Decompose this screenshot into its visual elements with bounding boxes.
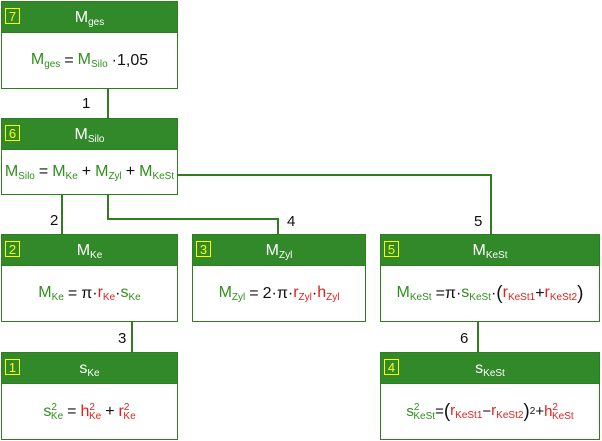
node-title: sKe — [79, 360, 100, 379]
node-title: MKe — [76, 242, 103, 261]
node-number: 1 — [5, 359, 20, 375]
node-number: 4 — [384, 359, 399, 375]
node-s-kest[interactable]: 4 sKeSt s2KeSt = ( rKeSt1 − rKeSt2 )2 + … — [380, 352, 600, 440]
edge-label-3: 3 — [118, 330, 127, 347]
node-m-ges[interactable]: 7 Mges Mges = MSilo · 1,05 — [1, 1, 178, 89]
node-m-zyl[interactable]: 3 MZyl MZyl = 2 · π · rZyl · hZyl — [192, 234, 366, 322]
node-header: 1 sKe — [2, 353, 177, 384]
edge-label-2: 2 — [50, 212, 59, 229]
node-s-ke[interactable]: 1 sKe s2Ke = h2Ke + r2Ke — [1, 352, 178, 440]
edge-4-line — [107, 175, 279, 234]
node-formula: MKe = π · rKe · sKe — [38, 284, 141, 303]
edge-label-5: 5 — [474, 213, 483, 230]
node-number: 2 — [5, 241, 20, 257]
edge-label-4: 4 — [287, 213, 296, 230]
node-title: MKeSt — [472, 242, 508, 261]
node-formula: s2KeSt = ( rKeSt1 − rKeSt2 )2 + h2KeSt — [406, 400, 574, 422]
edge-label-6: 6 — [460, 330, 469, 347]
node-formula: Mges = MSilo · 1,05 — [30, 51, 149, 70]
node-header: 6 MSilo — [2, 119, 177, 150]
node-formula: s2Ke = h2Ke + r2Ke — [43, 401, 136, 422]
edge-label-1: 1 — [82, 95, 91, 112]
node-number: 6 — [5, 125, 20, 141]
node-header: 7 Mges — [2, 2, 177, 33]
node-header: 2 MKe — [2, 235, 177, 266]
node-title: Mges — [74, 9, 105, 28]
node-header: 5 MKeSt — [381, 235, 599, 266]
node-header: 4 sKeSt — [381, 353, 599, 384]
node-title: sKeSt — [475, 360, 505, 379]
node-m-kest[interactable]: 5 MKeSt MKeSt = π · sKeSt · ( rKeSt1 + r… — [380, 234, 600, 322]
node-m-ke[interactable]: 2 MKe MKe = π · rKe · sKe — [1, 234, 178, 322]
edge-5-line — [178, 174, 492, 234]
node-title: MSilo — [74, 126, 105, 145]
node-number: 3 — [196, 241, 211, 257]
node-header: 3 MZyl — [193, 235, 365, 266]
node-formula: MZyl = 2 · π · rZyl · hZyl — [218, 284, 340, 303]
node-formula: MSilo = MKe + MZyl + MKeSt — [4, 162, 175, 182]
node-number: 7 — [5, 8, 20, 24]
node-title: MZyl — [265, 242, 293, 261]
node-m-silo[interactable]: 6 MSilo MSilo = MKe + MZyl + MKeSt — [1, 118, 178, 195]
node-formula: MKeSt = π · sKeSt · ( rKeSt1 + rKeSt2 ) — [396, 282, 584, 304]
node-number: 5 — [384, 241, 399, 257]
